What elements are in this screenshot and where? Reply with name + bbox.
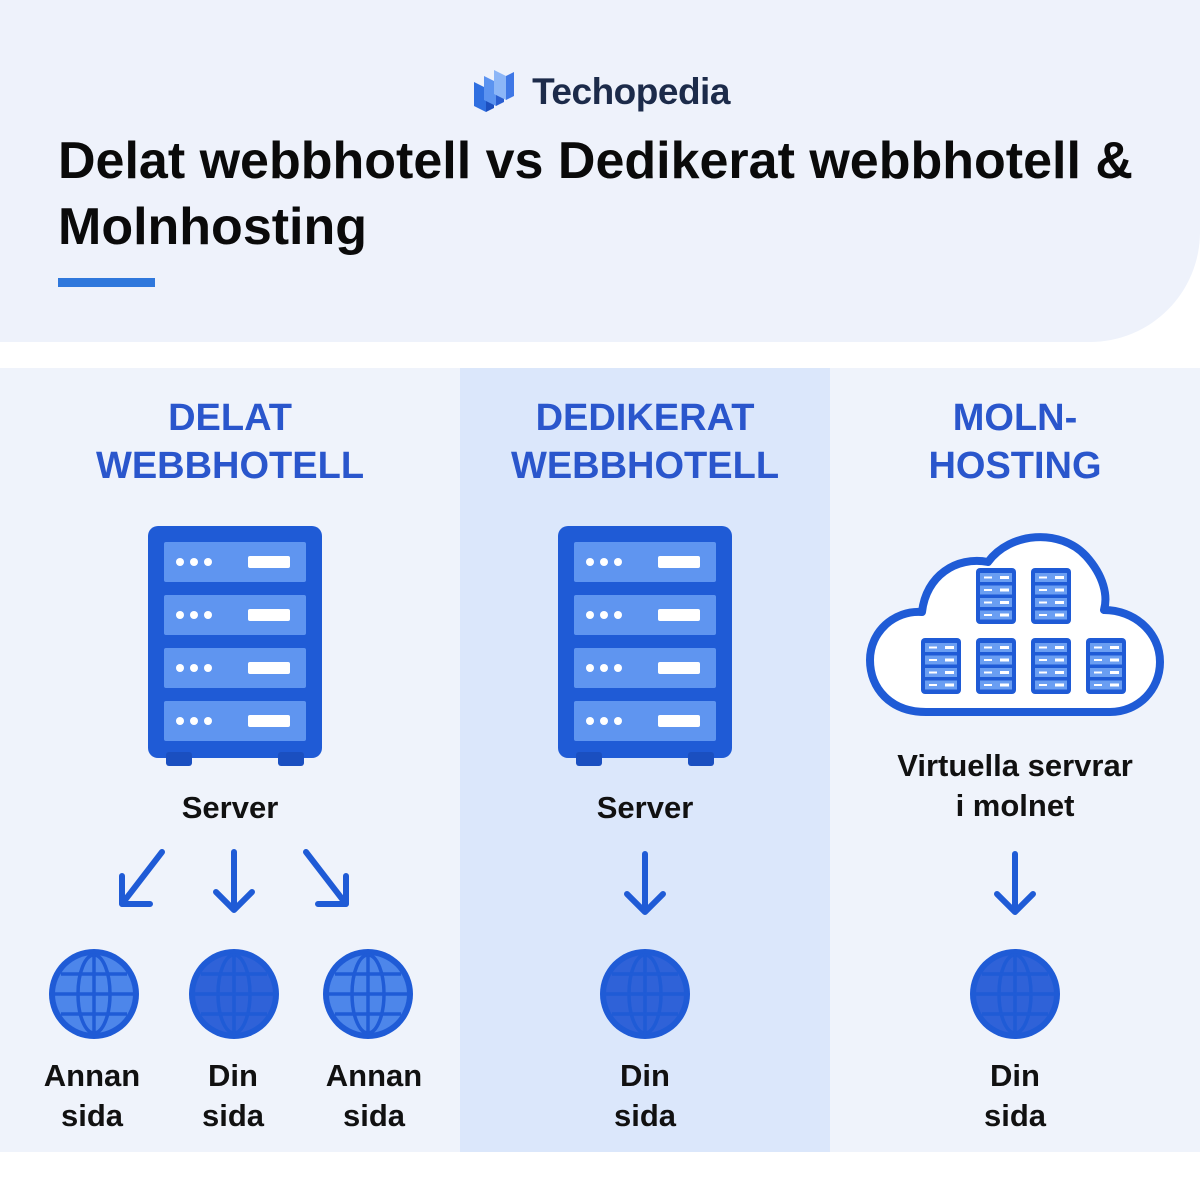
cloud-servers-icon <box>866 533 1164 716</box>
column-cloud-hosting: MOLN- HOSTING Virtuella servrar i molnet… <box>830 368 1200 1152</box>
mini-server-icon <box>921 638 961 694</box>
brand-name: Techopedia <box>532 71 730 112</box>
arrow-down-right-icon <box>303 849 349 907</box>
server-rack-icon <box>148 526 322 766</box>
site-label: Din sida <box>613 1058 677 1133</box>
title-underline <box>58 278 155 287</box>
arrow-down-icon <box>213 849 255 913</box>
column-shared-hosting: DELAT WEBBHOTELL Server Annan sida Din s… <box>0 368 460 1152</box>
column-heading: MOLN- HOSTING <box>928 397 1102 487</box>
arrow-down-icon <box>994 851 1036 915</box>
globe-icon <box>49 949 139 1039</box>
techopedia-logo-icon <box>474 70 515 112</box>
mini-server-icon <box>1086 638 1126 694</box>
page-title: Delat webbhotell vs Dedikerat webbhotell… <box>58 132 1133 256</box>
column-heading: DEDIKERAT WEBBHOTELL <box>510 397 780 487</box>
site-label: Din sida <box>983 1058 1047 1133</box>
arrow-down-left-icon <box>119 849 165 907</box>
mini-server-icon <box>976 638 1016 694</box>
site-label: Annan sida <box>43 1058 141 1133</box>
server-label: Server <box>181 790 279 825</box>
mini-server-icon <box>1031 568 1071 624</box>
mini-server-icon <box>1031 638 1071 694</box>
brand-logo[interactable]: Techopedia <box>0 68 1200 116</box>
globe-icon <box>323 949 413 1039</box>
mini-server-icon <box>976 568 1016 624</box>
header-card <box>0 0 1200 342</box>
site-label: Annan sida <box>325 1058 423 1133</box>
column-heading: DELAT WEBBHOTELL <box>95 397 365 487</box>
globe-icon <box>600 949 690 1039</box>
arrow-down-icon <box>624 851 666 915</box>
column-dedicated-hosting: DEDIKERAT WEBBHOTELL Server Din sida <box>460 368 830 1152</box>
globe-icon <box>189 949 279 1039</box>
server-label: Server <box>596 790 694 825</box>
site-label: Din sida <box>201 1058 265 1133</box>
server-rack-icon <box>558 526 732 766</box>
globe-icon <box>970 949 1060 1039</box>
cloud-label: Virtuella servrar i molnet <box>897 748 1133 823</box>
